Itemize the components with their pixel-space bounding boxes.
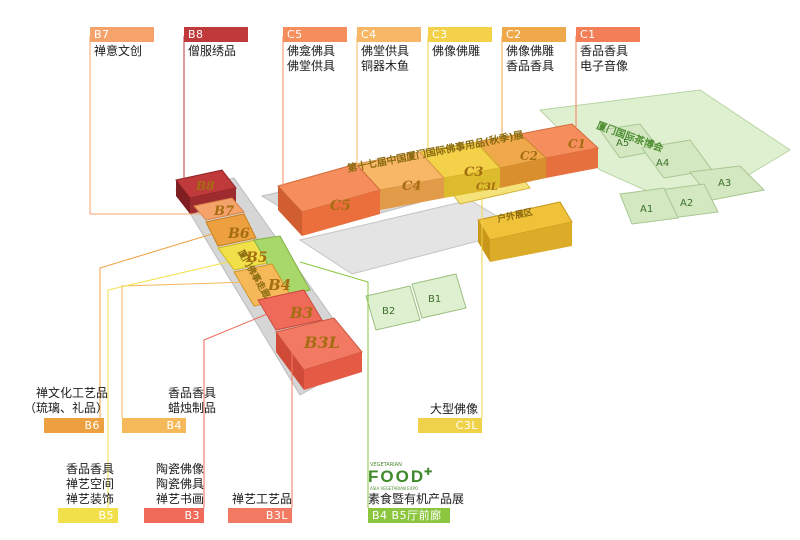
hall-label-c3l: C3L — [476, 182, 498, 193]
callout-tag-b3: B3 — [144, 508, 204, 523]
logo-small-text: VEGETARIAN — [370, 462, 402, 468]
hall-b1 — [411, 273, 467, 319]
callout-tag-c5: C5 — [283, 27, 347, 42]
vegetarian-food-logo: VEGETARIAN FOOD ✚ ASIA VEGETARIAN EXPO — [368, 462, 433, 492]
callout-tag-c3l: C3L — [418, 418, 482, 433]
hall-label-c4: C4 — [402, 179, 421, 194]
callout-desc-c5: 佛龛佛具 佛堂供具 — [287, 44, 336, 73]
hall-b6 — [205, 213, 257, 247]
hall-b3l-side — [276, 332, 304, 390]
callout-tag-b45: B4 B5厅前廊 — [368, 508, 450, 523]
outdoor-front — [478, 220, 490, 262]
hall-b3l-front — [304, 352, 362, 390]
hall-label-b4: B4 — [267, 276, 291, 294]
logo-sub-text: ASIA VEGETARIAN EXPO — [370, 486, 419, 491]
callout-tag-b4: B4 — [122, 418, 186, 433]
callout-tag-b7: B7 — [90, 27, 154, 42]
hall-label-c2: C2 — [520, 149, 538, 163]
callout-desc-b4: 香品香具 蜡烛制品 — [167, 386, 216, 415]
hall-b7 — [193, 197, 245, 221]
hall-c1-front — [546, 148, 598, 178]
hall-label-b3l: B3L — [303, 333, 340, 352]
callout-tag-c3: C3 — [428, 27, 492, 42]
callout-desc-c3: 佛像佛雕 — [432, 44, 481, 58]
leaf-icon: ✚ — [424, 467, 433, 478]
hall-label-a4: A4 — [656, 158, 669, 169]
callout-desc-b8: 僧服绣品 — [188, 44, 237, 58]
callout-desc-b3l: 禅艺工艺品 — [231, 492, 292, 506]
callout-desc-b45: 素食暨有机产品展 — [368, 492, 465, 506]
callout-desc-b5: 香品香具 禅艺空间 禅艺装饰 — [65, 462, 114, 506]
hall-b2 — [365, 285, 421, 331]
hall-b3 — [257, 289, 323, 331]
callout-tag-c1: C1 — [576, 27, 640, 42]
outdoor-side — [490, 222, 572, 262]
hall-label-b7: B7 — [213, 204, 234, 219]
hall-label-b5: B5 — [245, 250, 268, 266]
callout-tag-b6: B6 — [44, 418, 104, 433]
hall-label-c3: C3 — [464, 165, 483, 180]
hall-c5-side — [278, 186, 302, 236]
callout-desc-b6: 禅文化工艺品 （琉璃、礼品） — [23, 386, 108, 415]
hall-label-a5: A5 — [616, 138, 629, 149]
callout-tag-b5: B5 — [58, 508, 118, 523]
callout-desc-c2: 佛像佛雕 香品香具 — [506, 44, 555, 73]
hall-label-b6: B6 — [227, 226, 250, 242]
hall-c2-front — [500, 158, 546, 188]
hall-label-a3: A3 — [718, 178, 731, 189]
logo-main-text: FOOD — [368, 467, 426, 486]
hall-c3-front — [444, 168, 500, 198]
callout-desc-b7: 禅意文创 — [94, 44, 143, 58]
hall-label-c5: C5 — [330, 198, 351, 214]
hall-label-b8: B8 — [195, 179, 215, 193]
callout-desc-c1: 香品香具 电子音像 — [580, 44, 629, 73]
callout-tag-b8: B8 — [184, 27, 248, 42]
hall-c4-front — [380, 178, 444, 210]
hall-c5-front — [302, 190, 380, 236]
callout-tag-c4: C4 — [357, 27, 421, 42]
callout-tag-b3l: B3L — [228, 508, 292, 523]
callout-tag-c2: C2 — [502, 27, 566, 42]
callout-desc-c4: 佛堂供具 铜器木鱼 — [361, 44, 410, 73]
hall-label-a2: A2 — [680, 198, 693, 209]
callout-desc-b3: 陶瓷佛像 陶瓷佛具 禅艺书画 — [155, 462, 204, 506]
hall-b8-side — [176, 180, 190, 214]
leader-lines — [89, 36, 577, 508]
hall-label-b2: B2 — [382, 306, 395, 317]
hall-label-a1: A1 — [640, 204, 653, 215]
hall-a1 — [619, 187, 679, 225]
hall-label-b1: B1 — [428, 294, 441, 305]
callout-desc-c3l: 大型佛像 — [429, 402, 478, 416]
hall-label-b3: B3 — [289, 304, 313, 322]
hall-label-c1: C1 — [568, 137, 586, 151]
